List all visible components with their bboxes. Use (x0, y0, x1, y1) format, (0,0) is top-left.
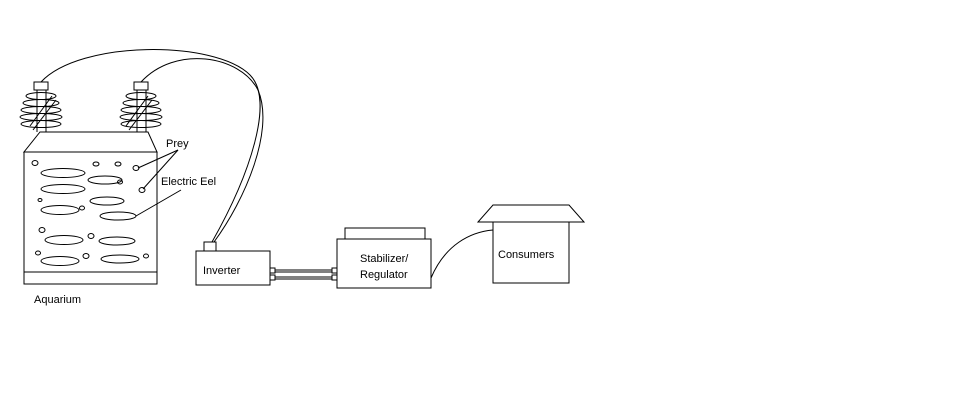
aquarium-base (23, 271, 158, 285)
wire (140, 58, 264, 243)
stabilizer-box (336, 238, 432, 289)
inverter-terminal (203, 241, 217, 252)
consumers-label: Consumers (498, 249, 555, 261)
prey-dot (87, 233, 95, 239)
prey-dots (31, 160, 149, 259)
aquarium: Aquarium (19, 81, 163, 306)
stabilizer-top (344, 227, 426, 240)
prey-dot (143, 253, 149, 259)
left-insulator (19, 81, 63, 132)
electric-eel-pointer (135, 189, 182, 217)
inverter-to-stabilizer-cables (269, 267, 338, 281)
prey-dot (82, 253, 90, 259)
annotations: Prey Electric Eel (135, 138, 216, 217)
prey-dot (31, 160, 39, 166)
prey-dot (37, 198, 43, 202)
prey-dot (38, 227, 46, 233)
eel (98, 236, 136, 246)
eel (40, 256, 80, 266)
stabilizer-to-consumers-wire (430, 229, 494, 279)
stabilizer-label-line2: Regulator (360, 269, 408, 281)
consumers-roof (476, 204, 586, 223)
aquarium-label: Aquarium (34, 294, 81, 306)
aquarium-to-inverter-wires (40, 49, 264, 243)
prey-dot (114, 161, 122, 167)
eel (40, 168, 86, 178)
eel (89, 196, 125, 206)
stabilizer-label-line1: Stabilizer/ (360, 253, 409, 265)
inverter-box (195, 250, 271, 286)
eel (100, 254, 140, 264)
right-insulator (119, 81, 163, 132)
prey-pointer (142, 149, 179, 190)
prey-pointer (137, 149, 179, 169)
stabilizer-regulator: Stabilizer/ Regulator (336, 227, 432, 289)
prey-dot (79, 205, 85, 211)
aquarium-tank (23, 151, 158, 273)
consumers-building (492, 221, 570, 284)
prey-label: Prey (166, 138, 189, 150)
eel (40, 184, 86, 194)
prey-dot (35, 250, 41, 256)
consumers: Consumers (476, 204, 586, 284)
wire (40, 49, 261, 243)
aquarium-lid (22, 131, 158, 153)
electric-eel-label: Electric Eel (161, 176, 216, 188)
prey-dot (138, 187, 146, 193)
prey-dot (117, 179, 123, 185)
inverter-label: Inverter (203, 265, 241, 277)
inverter: Inverter (195, 241, 271, 286)
eel (40, 205, 80, 215)
eel (44, 235, 84, 245)
prey-dot (92, 161, 100, 167)
